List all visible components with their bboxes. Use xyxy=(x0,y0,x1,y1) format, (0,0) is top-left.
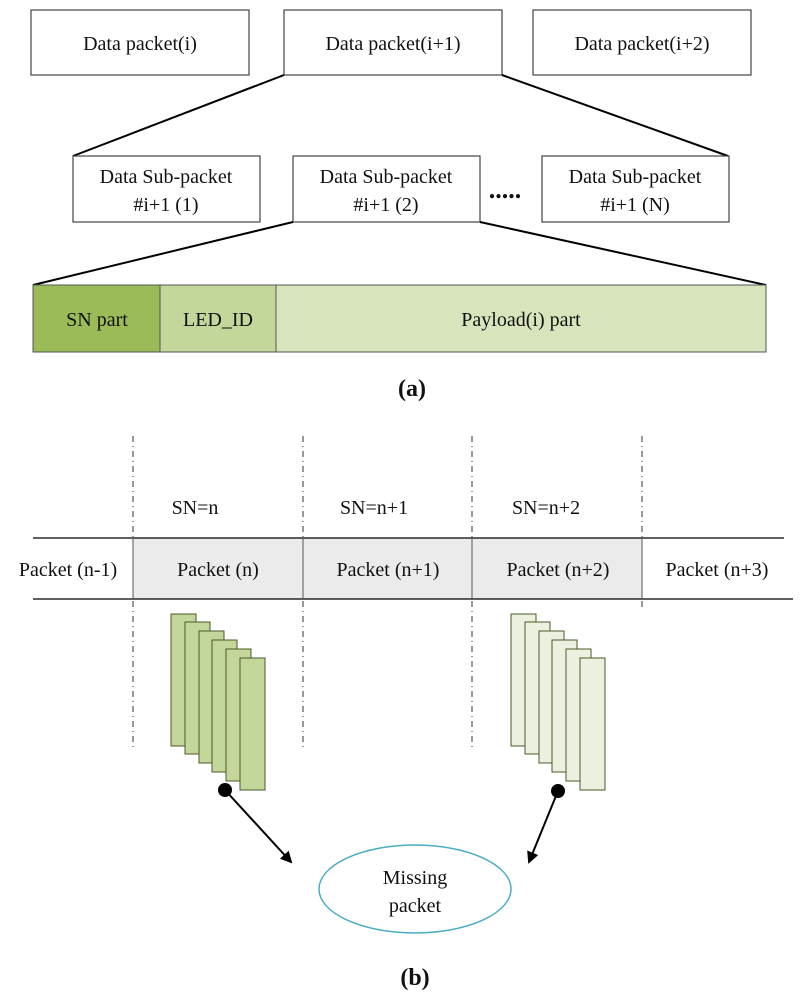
sn-label-1: SN=n xyxy=(172,497,219,519)
sn-part-label: SN part xyxy=(66,309,128,331)
sn-part-field xyxy=(32,284,161,353)
led-id-field xyxy=(159,284,277,353)
packet-label-5: Packet (n+3) xyxy=(666,559,769,581)
left-arrow xyxy=(224,789,293,864)
subpacket-box-2 xyxy=(292,155,481,223)
data-packet-box-1 xyxy=(30,9,250,76)
packet-label-1: Packet (n-1) xyxy=(19,559,117,581)
missing-packet-line2: packet xyxy=(389,895,442,917)
caption-a: (a) xyxy=(398,376,426,402)
subpacket-3-line2: #i+1 (N) xyxy=(600,194,670,216)
sn-label-3: SN=n+2 xyxy=(512,497,580,519)
frame-stack-left xyxy=(170,613,266,791)
subpacket-box-1 xyxy=(72,155,261,223)
subpacket-box-3 xyxy=(541,155,730,223)
packet-label-2: Packet (n) xyxy=(177,559,259,581)
subpacket-2-line2: #i+1 (2) xyxy=(353,194,418,216)
subpacket-1-line1: Data Sub-packet xyxy=(100,166,233,188)
payload-label: Payload(i) part xyxy=(461,309,581,331)
field-expand-line-left xyxy=(32,221,294,286)
data-packet-label-2: Data packet(i+1) xyxy=(325,33,460,55)
right-arrow xyxy=(527,790,559,864)
frame-stack-right xyxy=(510,613,606,791)
caption-b: (b) xyxy=(400,965,429,991)
missing-packet-ellipse xyxy=(318,844,512,934)
data-packet-label-3: Data packet(i+2) xyxy=(574,33,709,55)
subpacket-2-line1: Data Sub-packet xyxy=(320,166,453,188)
timeline-shaded-region xyxy=(133,538,642,599)
missing-packet-line1: Missing xyxy=(383,867,447,889)
expand-line-left xyxy=(72,74,285,157)
packet-label-4: Packet (n+2) xyxy=(507,559,610,581)
led-id-label: LED_ID xyxy=(183,309,253,331)
payload-field xyxy=(275,284,767,353)
part-b: SN=n SN=n+1 SN=n+2 Packet (n-1) Packet (… xyxy=(19,436,793,991)
expand-line-right xyxy=(501,74,729,157)
packet-label-3: Packet (n+1) xyxy=(337,559,440,581)
data-packet-box-2 xyxy=(283,9,503,76)
part-a: Data packet(i) Data packet(i+1) Data pac… xyxy=(30,9,767,402)
data-packet-label-1: Data packet(i) xyxy=(83,33,197,55)
data-packet-box-3 xyxy=(532,9,752,76)
subpacket-ellipsis: ..... xyxy=(489,175,522,204)
subpacket-3-line1: Data Sub-packet xyxy=(569,166,702,188)
subpacket-1-line2: #i+1 (1) xyxy=(133,194,198,216)
sn-label-2: SN=n+1 xyxy=(340,497,408,519)
field-expand-line-right xyxy=(479,221,767,286)
